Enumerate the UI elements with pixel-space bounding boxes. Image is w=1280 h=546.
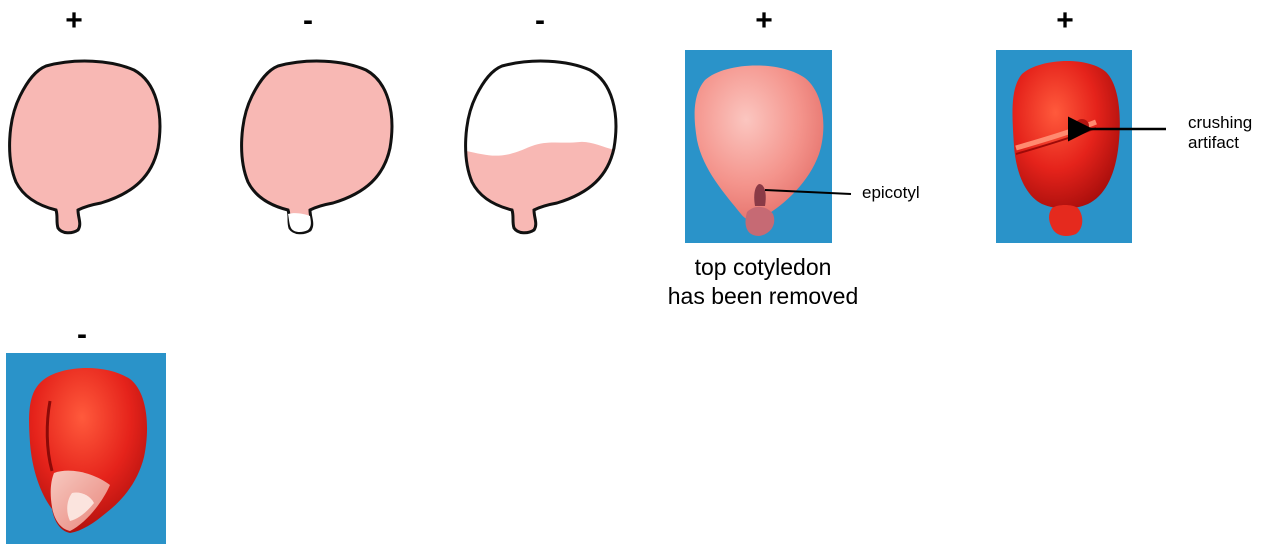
caption-line-2: has been removed [643, 282, 883, 311]
caption-line-1: top cotyledon [643, 253, 883, 282]
photo-dissected-seed [685, 50, 832, 243]
label-epicotyl: epicotyl [862, 183, 920, 203]
result-sign-3: - [520, 6, 560, 36]
result-sign-5: + [1045, 6, 1085, 36]
seed-drawing-partially-stained [462, 58, 622, 238]
seed-drawing-fully-stained [6, 58, 166, 238]
result-sign-1: + [54, 6, 94, 36]
seed-drawing-radicle-unstained [238, 58, 398, 238]
result-sign-2: - [288, 6, 328, 36]
photo-seed-crushing-artifact [996, 50, 1132, 243]
photo-damaged-seed [6, 353, 166, 544]
result-sign-4: + [744, 6, 784, 36]
result-sign-6: - [62, 320, 102, 350]
label-crushing-artifact: crushing artifact [1188, 113, 1252, 153]
